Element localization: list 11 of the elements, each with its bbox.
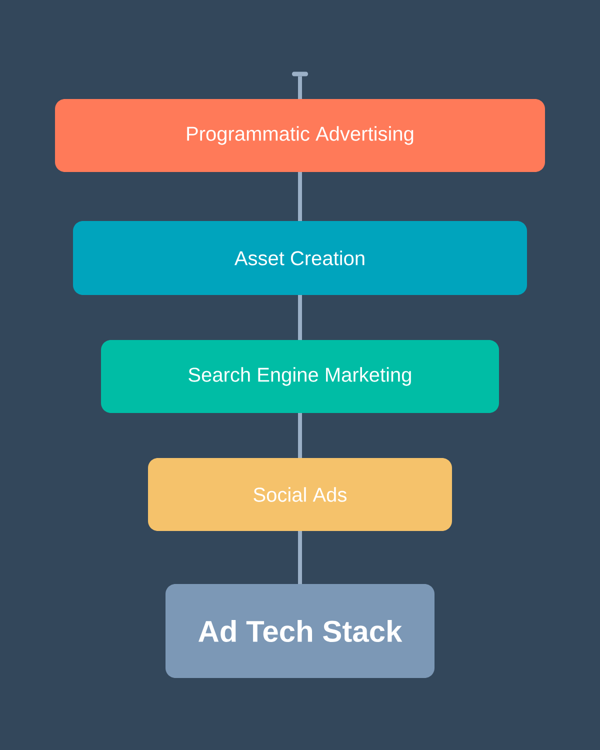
base-box: Ad Tech Stack	[166, 584, 434, 678]
connector-line	[298, 413, 302, 458]
layer-box: Search Engine Marketing	[101, 340, 499, 413]
connector-line	[298, 295, 302, 340]
layer-box: Asset Creation	[73, 221, 527, 295]
connector-line	[298, 76, 302, 99]
connector-line	[298, 531, 302, 584]
layer-box: Social Ads	[148, 458, 452, 531]
end-cap-bar	[292, 72, 308, 76]
connector-line	[298, 172, 302, 221]
layer-box: Programmatic Advertising	[55, 99, 545, 172]
